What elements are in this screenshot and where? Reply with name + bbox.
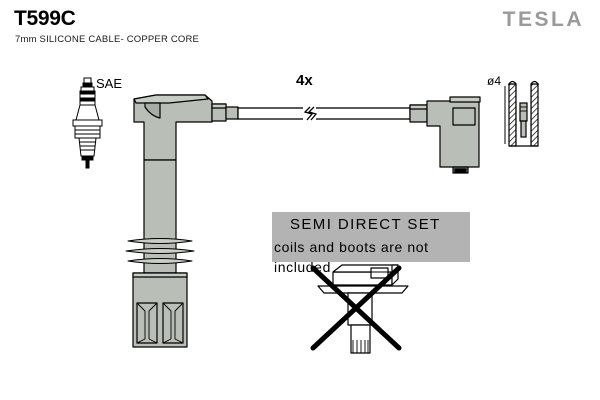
- plug-terminal-housing: [132, 272, 188, 348]
- not-included-notice-box: [272, 212, 470, 262]
- right-coil-connector: [409, 96, 481, 174]
- page-title: T599C: [14, 7, 76, 30]
- cable-break-symbol: [303, 106, 318, 121]
- callout-sae-standard: SAE: [96, 76, 123, 91]
- callout-diameter: ø4: [487, 74, 502, 88]
- callout-quantity: 4x: [296, 72, 313, 89]
- boot-sealing-ribs: [125, 238, 195, 264]
- not-included-x-mark: [310, 265, 402, 351]
- spark-plug-icon: [72, 77, 103, 169]
- ignition-cable: [237, 106, 411, 121]
- part-description: 7mm SILICONE CABLE- COPPER CORE: [15, 34, 200, 45]
- ignition-coil-illustration: [310, 264, 409, 354]
- notice-line-1: coils and boots are not: [274, 239, 429, 255]
- notice-line-2: included: [274, 259, 331, 275]
- boot-terminal-cross-section: [504, 80, 540, 147]
- brand-logo: TESLA: [502, 8, 584, 31]
- left-ignition-boot: [133, 94, 239, 274]
- notice-title: SEMI DIRECT SET: [290, 216, 441, 233]
